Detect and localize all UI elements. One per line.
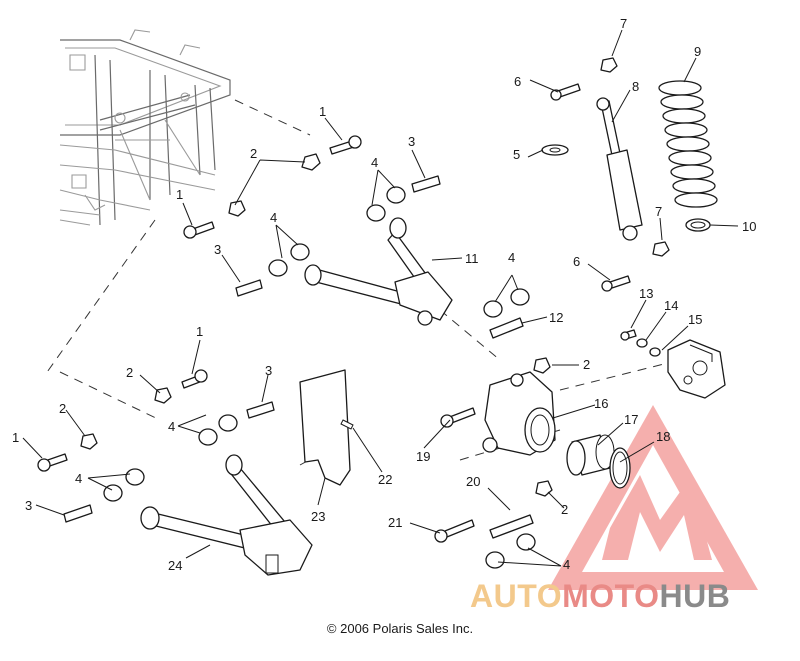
callout-2: 2 xyxy=(59,401,66,416)
watermark-hub: HUB xyxy=(659,578,731,614)
callout-4: 4 xyxy=(75,471,82,486)
bolts xyxy=(37,83,637,543)
callout-15: 15 xyxy=(688,312,702,327)
nut-7-top xyxy=(600,57,618,73)
callout-19: 19 xyxy=(416,449,430,464)
callout-1: 1 xyxy=(176,187,183,202)
callout-1: 1 xyxy=(196,324,203,339)
washer-14 xyxy=(636,338,661,357)
callout-6: 6 xyxy=(514,74,521,89)
lower-a-arm xyxy=(140,454,313,576)
callout-1: 1 xyxy=(319,104,326,119)
callout-3: 3 xyxy=(408,134,415,149)
callout-10: 10 xyxy=(742,219,756,234)
callout-9: 9 xyxy=(694,44,701,59)
callout-2: 2 xyxy=(250,146,257,161)
callout-3: 3 xyxy=(214,242,221,257)
spring-clamp xyxy=(685,218,711,232)
callout-24: 24 xyxy=(168,558,182,573)
callout-4: 4 xyxy=(270,210,277,225)
vehicle-frame xyxy=(59,29,231,226)
callout-22: 22 xyxy=(378,472,392,487)
callout-18: 18 xyxy=(656,429,670,444)
sleeves xyxy=(63,175,534,539)
callout-7: 7 xyxy=(655,204,662,219)
callout-12: 12 xyxy=(549,310,563,325)
callout-21: 21 xyxy=(388,515,402,530)
upper-a-arm xyxy=(304,217,453,326)
callout-16: 16 xyxy=(594,396,608,411)
bearing-carrier xyxy=(482,371,556,456)
leader-lines xyxy=(22,29,739,567)
copyright-text: © 2006 Polaris Sales Inc. xyxy=(326,621,474,636)
watermark-text: AUTOMOTOHUB xyxy=(470,578,730,615)
callout-4: 4 xyxy=(508,250,515,265)
nut-7-lower xyxy=(652,241,670,257)
callout-3: 3 xyxy=(265,363,272,378)
callout-2: 2 xyxy=(126,365,133,380)
snap-ring xyxy=(609,447,631,489)
nut-2-upper xyxy=(301,153,321,171)
callout-11: 11 xyxy=(465,251,479,266)
watermark-auto: AUTO xyxy=(470,578,563,614)
guard-plate xyxy=(299,369,351,486)
callout-7: 7 xyxy=(620,16,627,31)
callout-8: 8 xyxy=(632,79,639,94)
callout-14: 14 xyxy=(664,298,678,313)
watermark-moto: MOTO xyxy=(562,578,660,614)
callout-4: 4 xyxy=(563,557,570,572)
callout-23: 23 xyxy=(311,509,325,524)
watermark-logo-icon xyxy=(548,405,758,590)
callout-17: 17 xyxy=(624,412,638,427)
nut-2-left xyxy=(228,200,246,217)
callout-4: 4 xyxy=(371,155,378,170)
callout-2: 2 xyxy=(583,357,590,372)
callout-4: 4 xyxy=(168,419,175,434)
callout-2: 2 xyxy=(561,502,568,517)
pin-22 xyxy=(340,419,354,430)
nut-2-right xyxy=(533,357,551,374)
callout-labels: 1 1 1 1 2 2 2 2 2 3 3 3 3 4 4 4 4 4 4 5 … xyxy=(12,16,756,573)
callout-13: 13 xyxy=(639,286,653,301)
bearing xyxy=(566,434,615,476)
coil-spring xyxy=(658,80,718,208)
nut-2-far-left xyxy=(80,433,98,450)
washer-5 xyxy=(541,144,569,156)
brake-caliper xyxy=(667,339,726,399)
callout-3: 3 xyxy=(25,498,32,513)
callout-1: 1 xyxy=(12,430,19,445)
bushings xyxy=(103,186,536,569)
callout-20: 20 xyxy=(466,474,480,489)
shock-absorber xyxy=(596,97,643,241)
callout-5: 5 xyxy=(513,147,520,162)
callout-6: 6 xyxy=(573,254,580,269)
